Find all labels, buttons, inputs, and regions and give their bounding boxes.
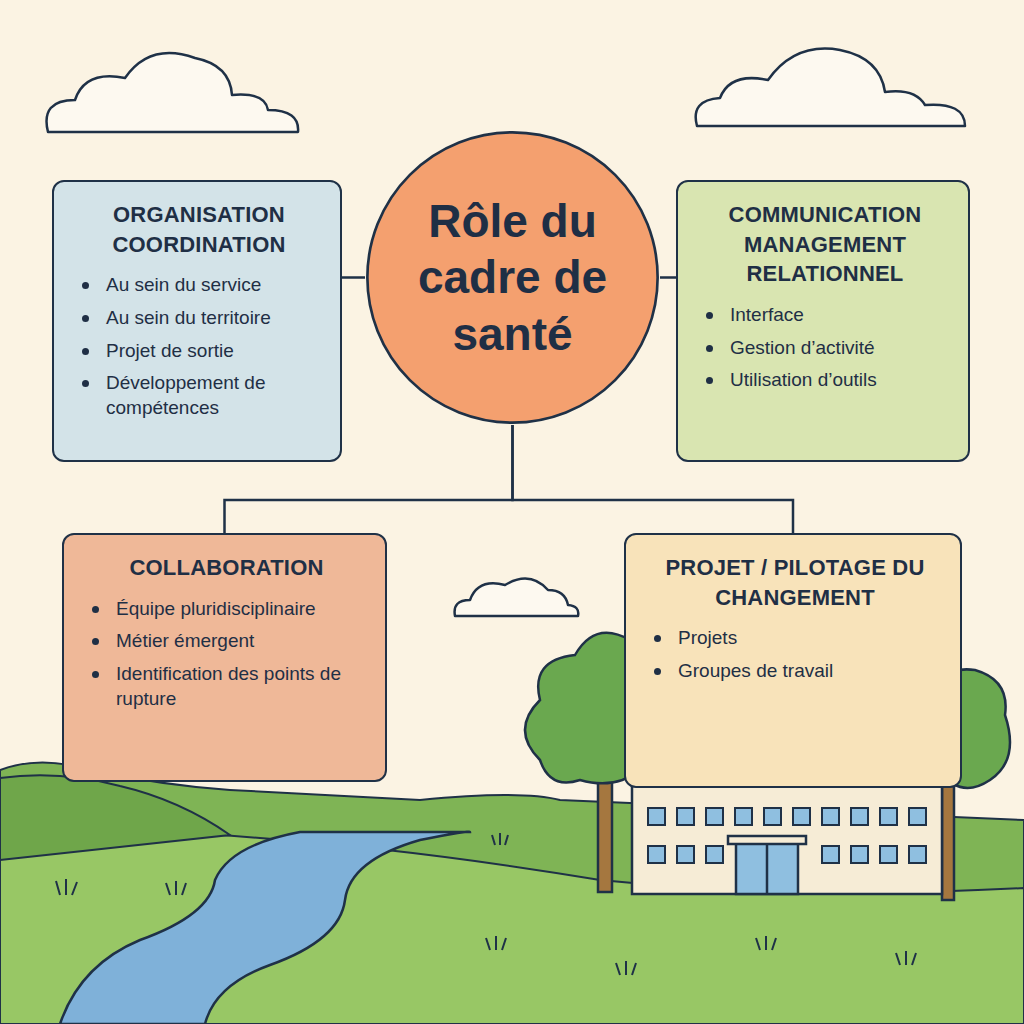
window <box>648 846 665 863</box>
item-text: Interface <box>730 304 804 325</box>
connector-line <box>342 276 365 279</box>
bullet-item: Projets <box>648 626 942 651</box>
bullet-item: Équipe pluridisciplinaire <box>86 597 367 622</box>
window <box>677 846 694 863</box>
bullet-dot <box>92 638 99 645</box>
cloud <box>455 579 579 616</box>
center-title: Rôle du cadre de santé <box>393 193 633 361</box>
box-heading: COMMUNICATION MANAGEMENT RELATIONNEL <box>700 200 950 289</box>
item-text: Identification des points de rupture <box>116 663 341 709</box>
item-text: Gestion d’activité <box>730 337 875 358</box>
bullet-item: Au sein du territoire <box>76 306 322 331</box>
bullet-item: Projet de sortie <box>76 339 322 364</box>
communication-box: COMMUNICATION MANAGEMENT RELATIONNEL Inte… <box>676 180 970 462</box>
item-text: Métier émergent <box>116 630 254 651</box>
item-text: Développement de compétences <box>106 372 266 418</box>
heading-text: PROJET / PILOTAGE DU CHANGEMENT <box>665 555 924 610</box>
box-heading: ORGANISATION COORDINATION <box>76 200 322 259</box>
bullet-dot <box>82 380 89 387</box>
connector-line <box>660 276 676 279</box>
circle-shape <box>367 132 657 422</box>
window <box>764 808 781 825</box>
bullet-item: Gestion d’activité <box>700 336 950 361</box>
window <box>822 846 839 863</box>
item-text: Au sein du territoire <box>106 307 271 328</box>
window <box>880 808 897 825</box>
bullet-dot <box>706 312 713 319</box>
item-text: Projets <box>678 627 737 648</box>
bullet-dot <box>706 377 713 384</box>
window <box>735 808 752 825</box>
hills <box>0 763 1024 1024</box>
window <box>851 846 868 863</box>
item-text: Groupes de travail <box>678 660 833 681</box>
collaboration-box: COLLABORATION Équipe pluridisciplinaireMé… <box>62 533 387 782</box>
item-text: Équipe pluridisciplinaire <box>116 598 316 619</box>
bullet-item: Groupes de travail <box>648 659 942 684</box>
window <box>648 808 665 825</box>
heading-text: ORGANISATION COORDINATION <box>112 202 285 257</box>
bullet-dot <box>654 668 661 675</box>
item-text: Utilisation d’outils <box>730 369 877 390</box>
window <box>822 808 839 825</box>
organisation-box: ORGANISATION COORDINATION Au sein du serv… <box>52 180 342 462</box>
cloud <box>47 53 299 132</box>
item-text: Au sein du service <box>106 274 261 295</box>
window <box>880 846 897 863</box>
bullet-item: Identification des points de rupture <box>86 662 367 711</box>
window <box>851 808 868 825</box>
box-heading: PROJET / PILOTAGE DU CHANGEMENT <box>648 553 942 612</box>
window <box>706 846 723 863</box>
bullet-item: Au sein du service <box>76 273 322 298</box>
bullet-dot <box>654 635 661 642</box>
window <box>793 808 810 825</box>
bullet-dot <box>92 671 99 678</box>
center-circle: Rôle du cadre de santé <box>365 130 660 425</box>
grass-tufts <box>56 833 916 975</box>
bullet-dot <box>82 348 89 355</box>
heading-text: COLLABORATION <box>129 555 323 580</box>
bullet-dot <box>92 606 99 613</box>
bullet-dot <box>706 345 713 352</box>
bullet-dot <box>82 282 89 289</box>
bullet-item: Métier émergent <box>86 629 367 654</box>
window <box>677 808 694 825</box>
window <box>909 846 926 863</box>
cloud <box>696 49 965 126</box>
bullet-item: Interface <box>700 303 950 328</box>
hospital-building <box>632 780 942 894</box>
bullet-item: Utilisation d’outils <box>700 368 950 393</box>
window <box>909 808 926 825</box>
bullet-item: Développement de compétences <box>76 371 322 420</box>
bullet-dot <box>82 315 89 322</box>
river <box>60 832 470 1024</box>
box-heading: COLLABORATION <box>86 553 367 583</box>
window <box>706 808 723 825</box>
projet-box: PROJET / PILOTAGE DU CHANGEMENT ProjetsGr… <box>624 533 962 788</box>
heading-text: COMMUNICATION MANAGEMENT RELATIONNEL <box>729 202 922 286</box>
item-text: Projet de sortie <box>106 340 234 361</box>
